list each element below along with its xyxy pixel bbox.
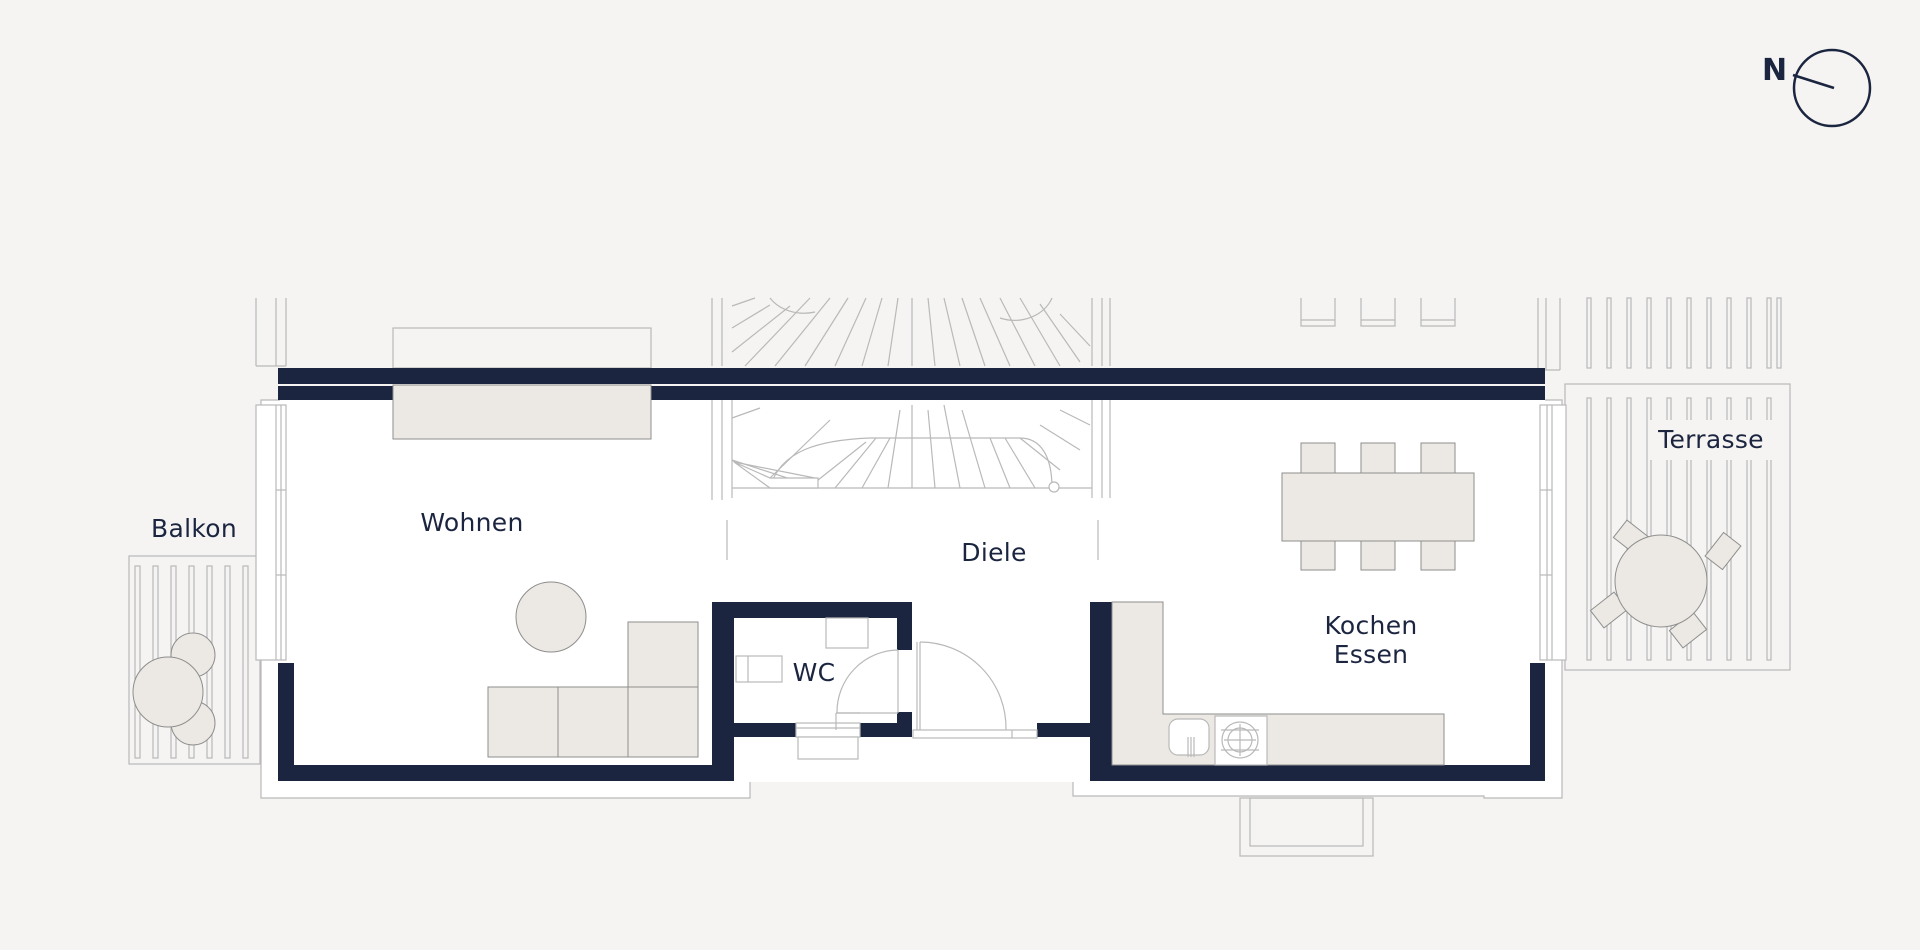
wc-wall-left: [712, 602, 734, 781]
terrace-decking: [1586, 397, 1772, 661]
dining-set: [1281, 442, 1475, 571]
terrace-decking-upper: [1586, 297, 1782, 369]
wc-cabinet: [825, 617, 869, 649]
terrace-chairs: [1589, 519, 1742, 649]
stair-steps-lower: [731, 404, 1091, 489]
kitchen: [1111, 601, 1445, 766]
sideboard: [392, 384, 652, 440]
south-wall-right: [1090, 765, 1545, 781]
wc-wall-top: [712, 602, 912, 618]
kitchen-wall-left: [1090, 602, 1112, 781]
wc-wall-bottom-left: [734, 723, 796, 737]
sofa: [487, 621, 699, 758]
compass-needle: [1792, 73, 1835, 90]
dining-table: [1281, 472, 1475, 542]
compass-north-label: N: [1762, 53, 1787, 88]
balcony-table: [132, 656, 204, 728]
wc-window: [797, 736, 859, 760]
south-wall-left: [278, 765, 733, 781]
outdoor-chairs-top: [1300, 298, 1456, 327]
living-furniture: [392, 384, 699, 758]
wc-wall-right-upper: [897, 602, 912, 650]
west-wall: [278, 663, 294, 781]
label-terrasse: Terrasse: [1657, 425, 1764, 454]
compass: N: [1762, 48, 1872, 128]
room-labels: Balkon Wohnen Diele WC Kochen Essen Terr…: [151, 425, 1764, 687]
sideboard-top: [392, 327, 652, 369]
wc-fixtures: [735, 617, 869, 760]
compass-circle: [1792, 48, 1872, 128]
window-frame-left: [255, 404, 287, 661]
entrance-door[interactable]: [912, 641, 1038, 739]
label-wohnen: Wohnen: [420, 508, 523, 537]
label-wc: WC: [793, 658, 836, 687]
wc-door[interactable]: [836, 649, 899, 714]
label-kochen: Kochen: [1324, 611, 1417, 640]
label-essen: Essen: [1334, 640, 1409, 669]
balcony: [128, 555, 261, 765]
front-step: [1239, 797, 1374, 857]
diele-wall-bottom: [1037, 723, 1091, 737]
stair-steps-upper: [731, 297, 1091, 367]
terrace: [1564, 383, 1791, 671]
north-wall-outer: [278, 368, 1545, 384]
wc-wall-bottom-right: [860, 723, 912, 737]
stair-newel: [1048, 481, 1060, 493]
terrace-label-bg: [1648, 420, 1773, 460]
kitchen-sink: [1168, 718, 1210, 756]
window-frame-right: [1539, 404, 1567, 661]
coffee-table: [515, 581, 587, 653]
staircase: [711, 400, 1111, 560]
terrace-table: [1614, 534, 1708, 628]
wc-toilet: [735, 655, 783, 683]
upper-exterior: [255, 297, 1782, 371]
label-diele: Diele: [961, 538, 1026, 567]
east-wall: [1530, 663, 1545, 781]
label-balkon: Balkon: [151, 514, 237, 543]
